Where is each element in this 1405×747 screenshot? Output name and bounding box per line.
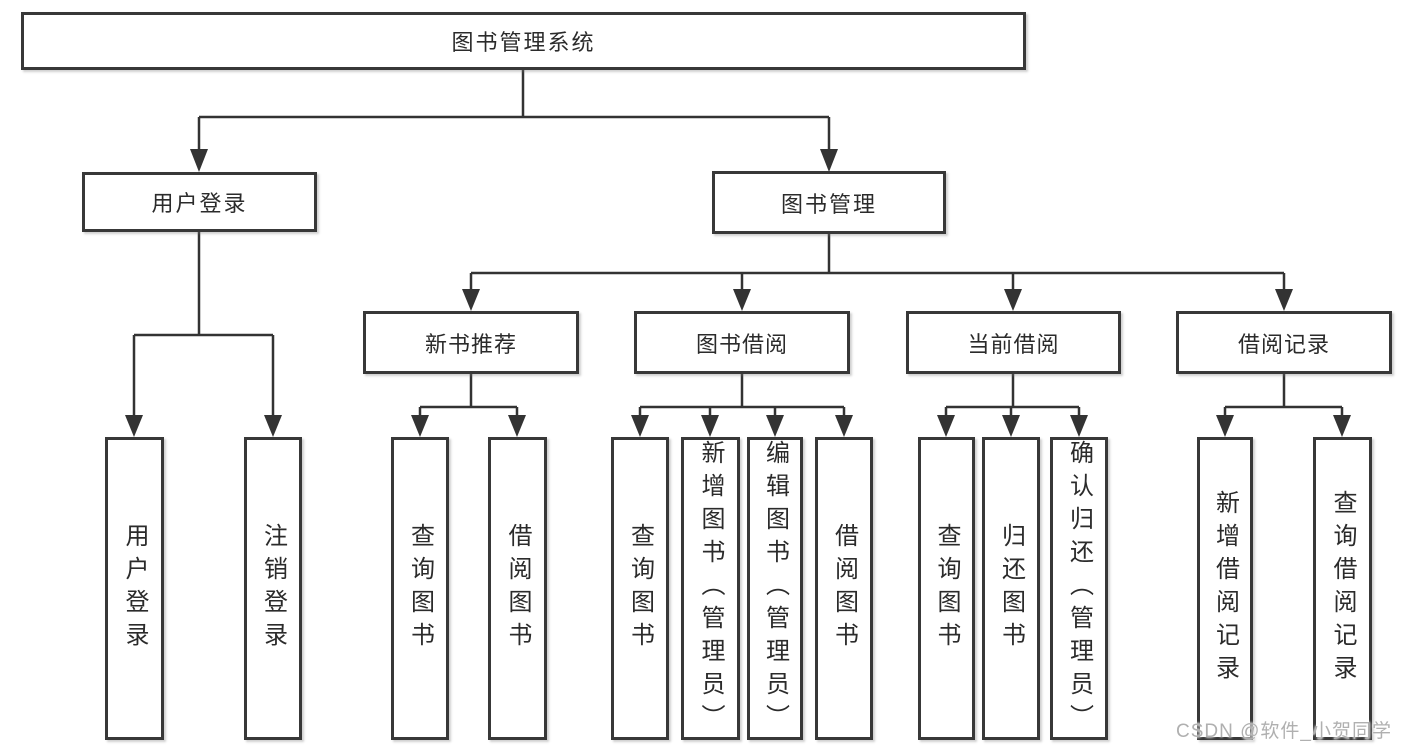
node-current-borrowing: 当前借阅 <box>906 311 1121 374</box>
leaf-add-borrow-record: 新增借阅记录 <box>1197 437 1253 740</box>
leaf-return-books: 归还图书 <box>982 437 1040 740</box>
leaf-confirm-return-admin: 确认归还（管理员） <box>1050 437 1108 740</box>
leaf-borrow-books-borrowing: 借阅图书 <box>815 437 873 740</box>
node-new-book-recommend: 新书推荐 <box>363 311 579 374</box>
node-system-root: 图书管理系统 <box>21 12 1026 70</box>
leaf-borrow-books-recommend: 借阅图书 <box>488 437 547 740</box>
leaf-add-book-admin: 新增图书（管理员） <box>681 437 740 740</box>
node-book-management: 图书管理 <box>712 171 946 234</box>
node-system-root-label: 图书管理系统 <box>451 30 596 55</box>
node-borrowing-records-label: 借阅记录 <box>1237 331 1330 357</box>
node-book-management-label: 图书管理 <box>780 191 877 217</box>
leaf-edit-book-admin: 编辑图书（管理员） <box>747 437 803 740</box>
node-new-book-recommend-label: 新书推荐 <box>424 331 517 357</box>
leaf-query-borrow-record: 查询借阅记录 <box>1313 437 1372 740</box>
arrowheads <box>125 149 1351 437</box>
node-user-login-label: 用户登录 <box>151 191 248 216</box>
node-book-borrowing-label: 图书借阅 <box>695 331 788 357</box>
node-borrowing-records: 借阅记录 <box>1176 311 1392 374</box>
leaf-logout-login: 注销登录 <box>244 437 302 740</box>
csdn-watermark: CSDN @软件_小贺同学 <box>1176 721 1392 742</box>
leaf-query-books-current: 查询图书 <box>918 437 975 740</box>
leaf-query-books-borrowing: 查询图书 <box>611 437 669 740</box>
leaf-query-books-recommend: 查询图书 <box>391 437 449 740</box>
leaf-user-login: 用户登录 <box>105 437 164 740</box>
node-user-login: 用户登录 <box>82 172 317 232</box>
node-current-borrowing-label: 当前借阅 <box>967 331 1060 357</box>
node-book-borrowing: 图书借阅 <box>634 311 850 374</box>
